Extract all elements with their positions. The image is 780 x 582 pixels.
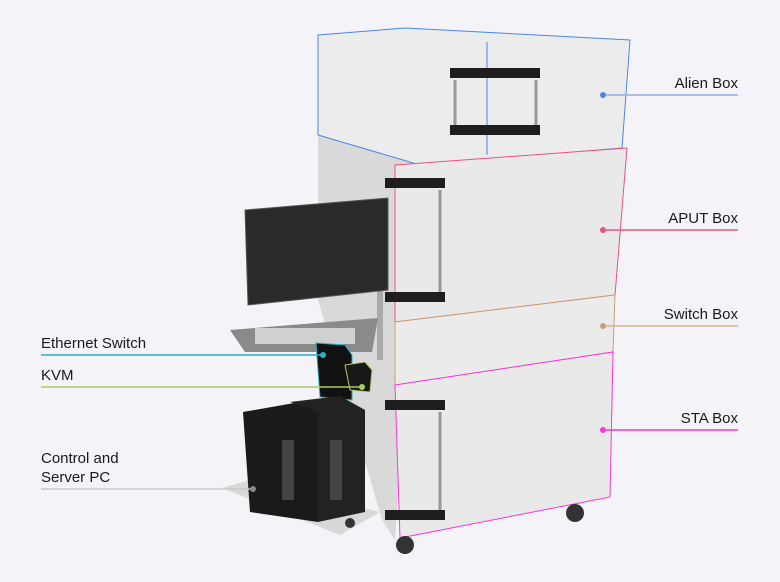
alien-box-shape: [317, 27, 631, 166]
caster-wheels: [345, 504, 584, 554]
monitor: [244, 197, 389, 306]
label-alien-box: Alien Box: [674, 75, 738, 92]
leader-dots: [250, 92, 606, 492]
latch-handles: [385, 68, 540, 520]
label-ethernet-switch: Ethernet Switch: [41, 335, 147, 352]
label-aput-box: APUT Box: [668, 210, 738, 227]
pc-tower-left: [243, 402, 318, 522]
label-switch-box: Switch Box: [663, 306, 738, 323]
sta-box-shape: [394, 351, 614, 539]
label-sta-box: STA Box: [680, 410, 738, 427]
kvm-device: [344, 361, 373, 393]
pc-tower-right: [290, 396, 365, 522]
label-control-pc-line2: Server PC: [41, 469, 111, 486]
label-control-pc-line1: Control and: [41, 450, 119, 467]
label-kvm: KVM: [41, 367, 74, 384]
